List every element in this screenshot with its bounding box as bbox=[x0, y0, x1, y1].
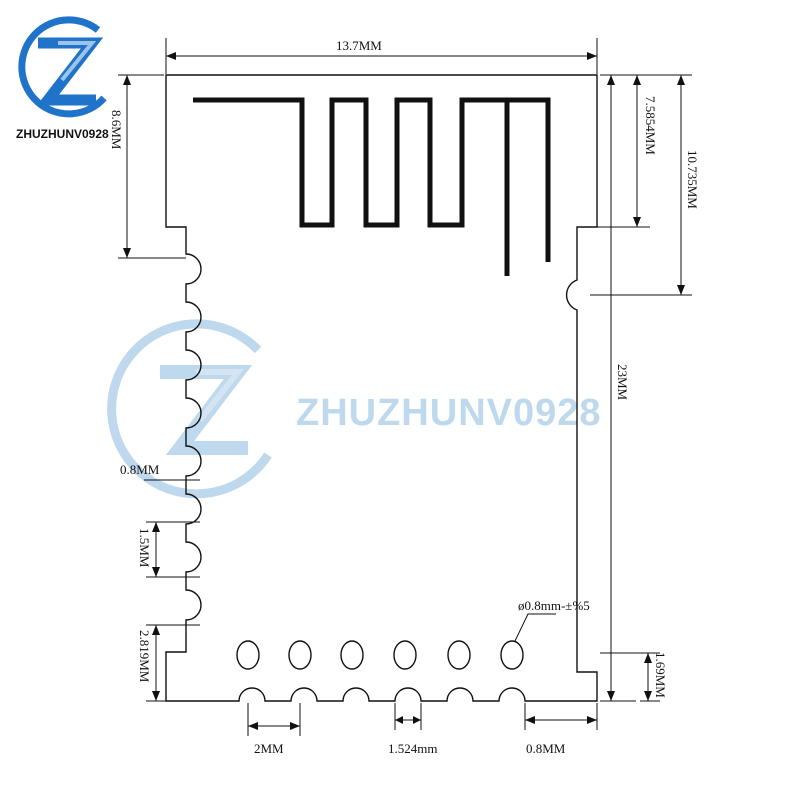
dimension-bottom-hole-pitch: 1.524mm bbox=[388, 703, 437, 756]
dimension-label-antenna-inner: 7.5854MM bbox=[643, 96, 658, 155]
bottom-hole bbox=[288, 640, 312, 670]
dimension-left-antenna: 8.6MM bbox=[109, 74, 186, 259]
dimension-label-left-antenna: 8.6MM bbox=[109, 110, 124, 150]
bottom-holes bbox=[236, 640, 524, 670]
dimension-label-top-width: 13.7MM bbox=[336, 38, 382, 53]
dimension-label-right-notch: 10.735MM bbox=[685, 150, 700, 209]
dimension-side-pitch: 1.5MM bbox=[137, 521, 200, 578]
dimension-label-bottom-hole-pitch: 1.524mm bbox=[388, 741, 437, 756]
dimension-bottom-pitch: 2MM bbox=[247, 703, 301, 756]
dimension-label-bottom-pitch: 2MM bbox=[254, 741, 284, 756]
dimension-label-bottom-left-margin: 2.819MM bbox=[137, 630, 152, 683]
module-outline bbox=[165, 74, 598, 702]
dimension-total-height: 23MM bbox=[600, 75, 636, 702]
bottom-hole bbox=[393, 640, 417, 670]
dimension-label-bottom-pad: 1.69MM bbox=[653, 652, 668, 698]
dimension-bottom-pad: 1.69MM bbox=[600, 652, 668, 702]
dimension-top-width: 13.7MM bbox=[165, 38, 598, 74]
dimension-hole-diameter: ø0.8mm-±%5 bbox=[514, 598, 590, 642]
dimension-antenna-inner: 7.5854MM bbox=[580, 74, 658, 228]
dimension-label-total-height: 23MM bbox=[615, 364, 630, 401]
pcb-antenna-trace bbox=[193, 97, 551, 262]
dimension-label-castellation: 0.8MM bbox=[120, 462, 160, 477]
bottom-hole bbox=[500, 640, 524, 670]
bottom-hole bbox=[340, 640, 364, 670]
bottom-hole bbox=[447, 640, 471, 670]
watermark-text: ZHUZHUNV0928 bbox=[296, 392, 602, 434]
watermark: ZHUZHUNV0928 bbox=[107, 319, 602, 499]
dimension-label-hole-diameter: ø0.8mm-±%5 bbox=[518, 598, 590, 613]
dimension-bottom-left-margin: 2.819MM bbox=[137, 624, 200, 702]
dimension-bottom-edge: 0.8MM bbox=[524, 703, 598, 756]
brand-logo: ZHUZHUNV0928 bbox=[16, 16, 109, 141]
dimension-label-side-pitch: 1.5MM bbox=[137, 528, 152, 568]
dimension-right-notch: 10.735MM bbox=[590, 74, 700, 296]
bottom-hole bbox=[236, 640, 260, 670]
brand-logo-text: ZHUZHUNV0928 bbox=[16, 127, 109, 141]
dimension-label-bottom-edge: 0.8MM bbox=[526, 741, 566, 756]
dimension-castellation: 0.8MM bbox=[120, 462, 200, 481]
brand-logo-icon bbox=[18, 16, 107, 118]
